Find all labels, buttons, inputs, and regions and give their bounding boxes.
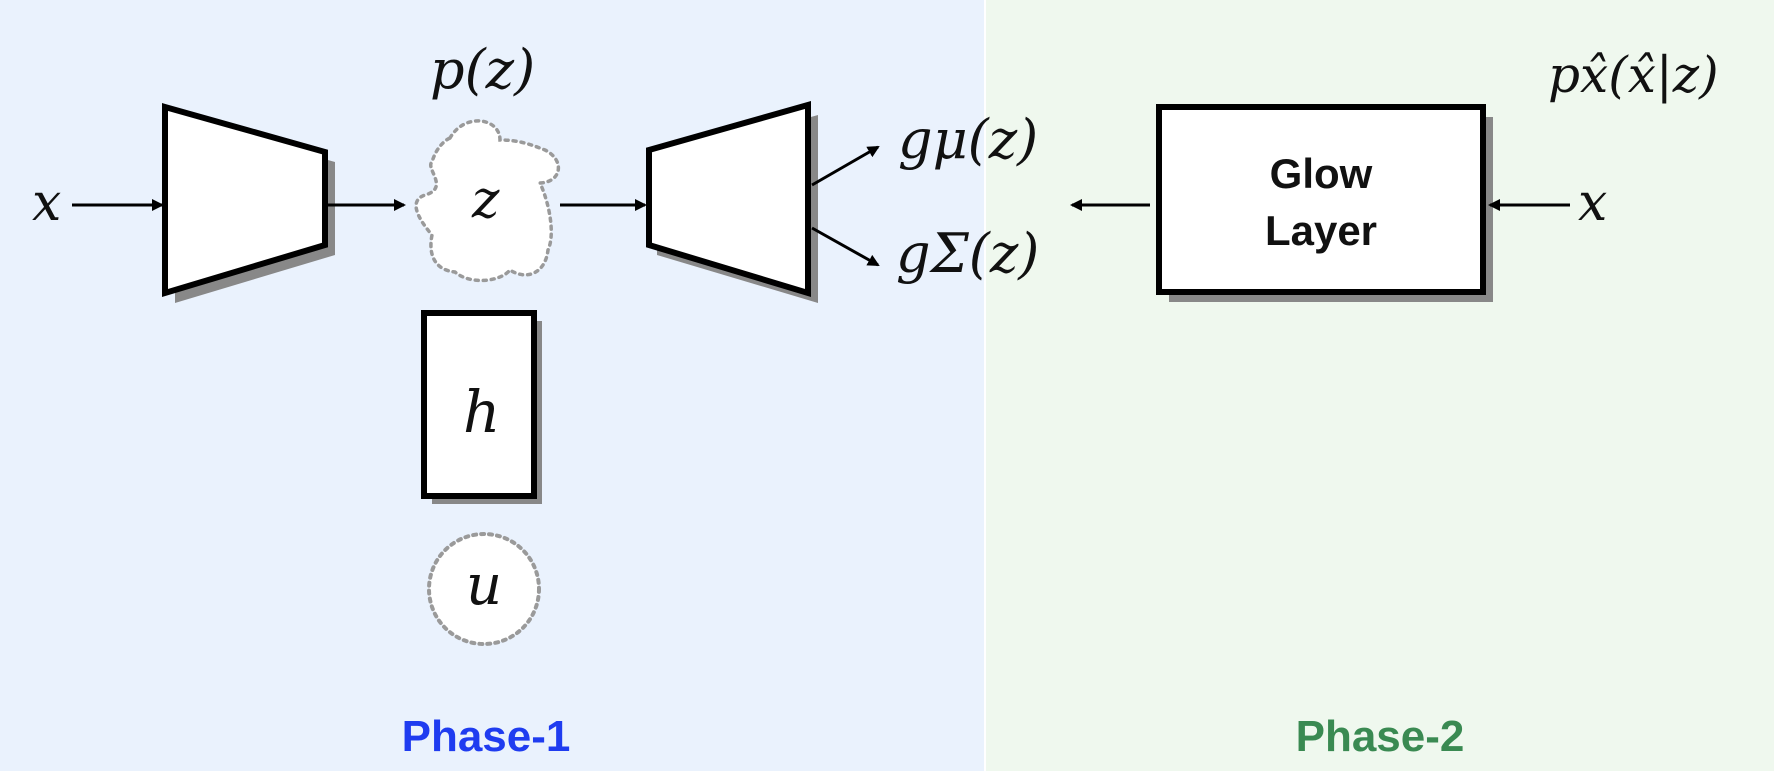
g-sigma-label: gΣ(z) (896, 222, 1039, 285)
u-label: u (466, 553, 502, 618)
h-label: h (463, 378, 500, 446)
phase-1-label: Phase-1 (402, 712, 571, 761)
glow-layer-label-line1: Glow (1270, 150, 1373, 197)
likelihood-label: px̂(x̂|z) (1548, 46, 1719, 104)
input-x-right: x (1578, 173, 1607, 233)
encoder-trapezoid (162, 103, 328, 298)
prior-label: p(z) (430, 38, 535, 101)
arrow-to-g-sigma (811, 226, 880, 267)
glow-layer-box (1156, 104, 1486, 295)
latent-z-blob (414, 119, 561, 283)
phase-2-label: Phase-2 (1296, 712, 1465, 761)
input-x-left: x (32, 173, 61, 233)
u-circle (427, 532, 541, 646)
decoder-trapezoid (646, 101, 811, 298)
latent-z-label: z (471, 170, 500, 230)
arrow-to-g-mu (811, 145, 880, 187)
glow-layer-label-line2: Layer (1265, 207, 1377, 254)
g-mu-label: gμ(z) (898, 108, 1038, 171)
h-box (421, 310, 537, 499)
